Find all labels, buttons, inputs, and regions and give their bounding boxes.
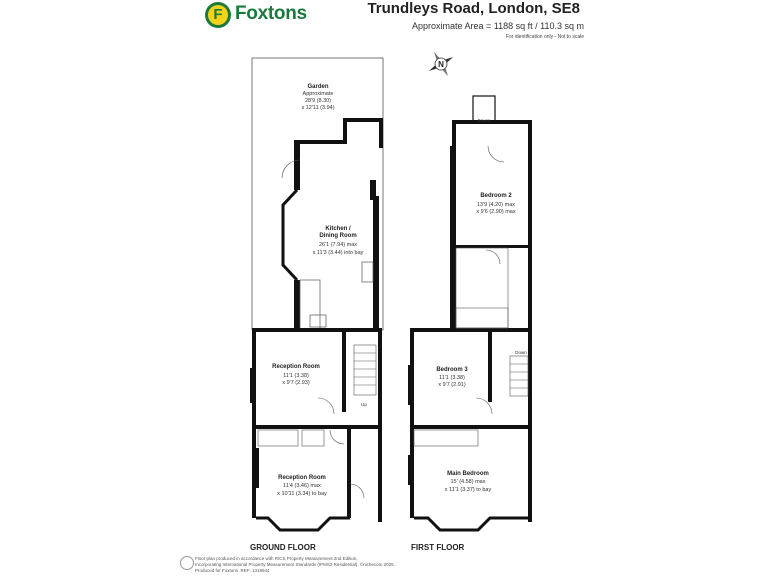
kitchen-walls (294, 118, 383, 331)
reception1-name: Reception Room (272, 364, 320, 370)
reception2-line1: 11'4 (3.46) max (283, 483, 321, 489)
ground-floor-label: GROUND FLOOR (250, 543, 316, 552)
first-door-arcs (475, 145, 505, 415)
compass-icon: N (428, 51, 454, 77)
bedroom3-name: Bedroom 3 (436, 367, 468, 373)
foxtons-logo-mark: F (205, 2, 231, 28)
main-bedroom-line2: x 11'1 (3.37) to bay (445, 487, 492, 493)
reception2-line2: x 10'11 (3.34) to bay (277, 491, 327, 497)
first-floor-walls (408, 120, 532, 522)
ground-front-bay (256, 516, 350, 532)
bedroom2-line2: x 9'6 (2.90) max (476, 209, 516, 215)
kitchen-bay (281, 188, 299, 282)
footer-line3: Produced for Foxtons. REF: 1318944 (195, 568, 270, 573)
kitchen-hob (361, 261, 374, 283)
ground-shower (301, 429, 325, 447)
reception1-line2: x 9'7 (2.93) (282, 380, 310, 386)
first-ensuite (413, 429, 479, 447)
compass-north-label: N (438, 60, 444, 69)
main-bedroom-name: Main Bedroom (447, 471, 489, 477)
approximate-area: Approximate Area = 1188 sq ft / 110.3 sq… (411, 21, 584, 31)
first-stairs-label: Down (515, 350, 527, 355)
logo-glyph: F (208, 5, 228, 25)
kitchen-line1: 26'1 (7.94) max (319, 242, 357, 248)
bedroom3-line2: x 9'7 (2.91) (438, 382, 466, 388)
garden-line2: 28'9 (8.30) (305, 98, 331, 104)
rics-badge-icon (180, 556, 194, 570)
first-front-bay (414, 516, 532, 532)
eaves-label: Eaves (478, 118, 491, 123)
first-floor-label: FIRST FLOOR (411, 543, 465, 552)
footer-line1: Floor plan produced in accordance with R… (195, 556, 358, 561)
first-stairs (509, 355, 529, 397)
ground-door-arcs (281, 159, 365, 499)
bedroom2-name: Bedroom 2 (480, 193, 512, 199)
kitchen-line2: x 11'3 (3.44) into bay (313, 250, 364, 256)
kitchen-name1: Kitchen / (325, 226, 351, 232)
property-title: Trundleys Road, London, SE8 (367, 0, 580, 17)
reception2-name: Reception Room (278, 475, 326, 481)
garden-line3: x 12'11 (3.94) (301, 105, 334, 111)
bedroom3-line1: 11'1 (3.38) (439, 375, 465, 381)
main-bedroom-line1: 15' (4.58) max (451, 479, 486, 485)
eaves-box (472, 95, 496, 123)
reception1-line1: 11'1 (3.38) (283, 373, 309, 379)
garden-line1: Approximate (303, 91, 334, 97)
garden-name: Garden (307, 84, 328, 90)
bedroom2-line1: 13'9 (4.20) max (477, 202, 515, 208)
ground-stairs (353, 344, 377, 396)
foxtons-logo-text: Foxtons (235, 3, 307, 24)
identification-note: For identification only - Not to scale (505, 34, 584, 40)
ground-wc (257, 429, 299, 447)
first-bath (455, 307, 509, 329)
ground-floor-walls (250, 328, 382, 522)
ground-stairs-label: Up (361, 402, 367, 407)
kitchen-sink (309, 314, 327, 328)
footer-line2: Incorporating International Property Mea… (195, 562, 395, 567)
footer-note: Floor plan produced in accordance with R… (195, 556, 455, 574)
kitchen-name2: Dining Room (319, 233, 356, 239)
first-bathroom (455, 247, 509, 329)
